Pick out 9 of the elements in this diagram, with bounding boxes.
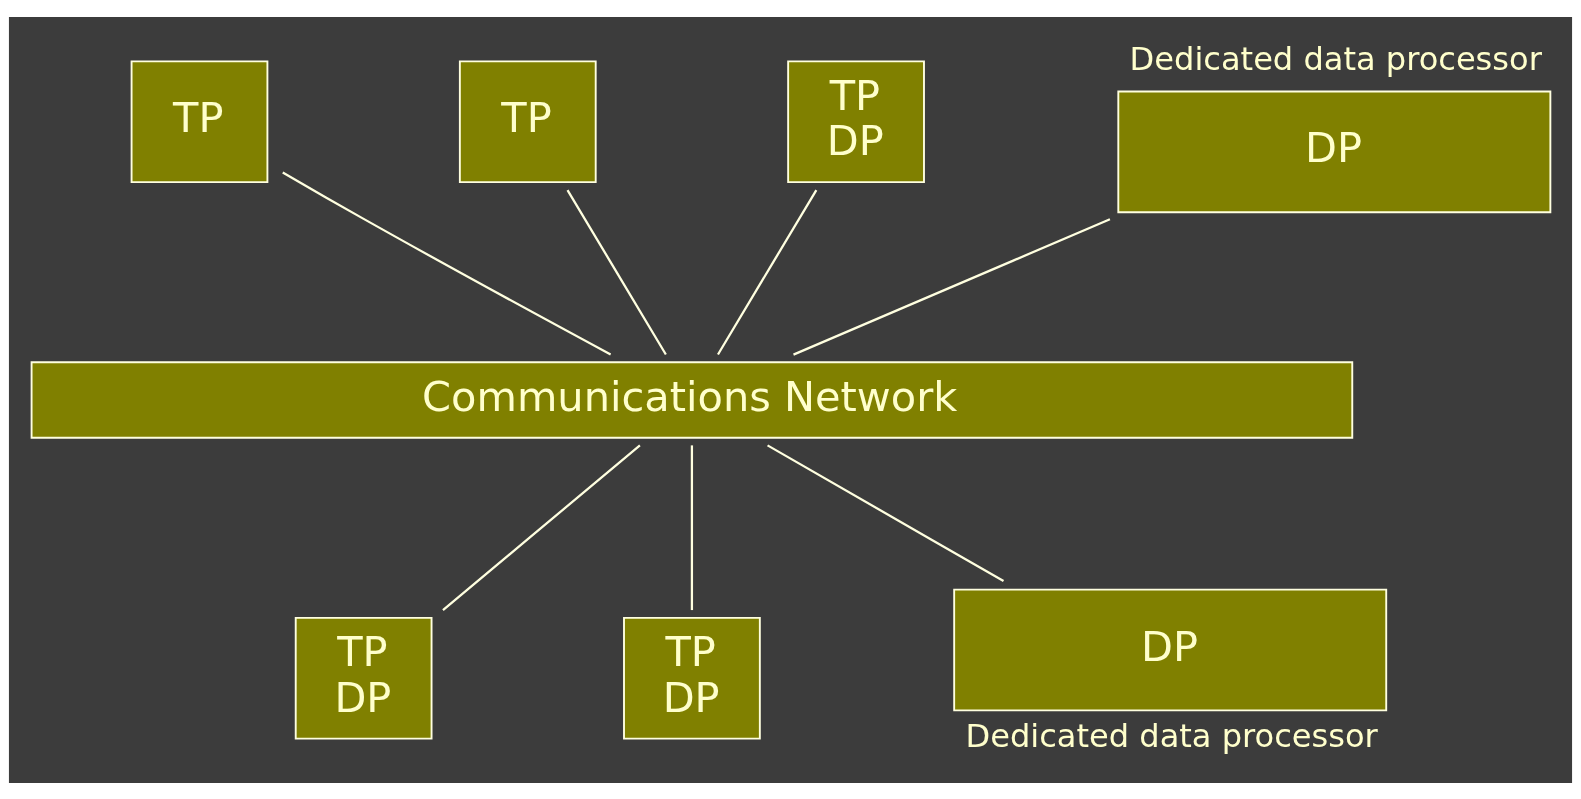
connector [442,444,641,611]
connector [566,188,667,355]
connector [282,171,612,355]
node-label: Dedicated data processor [1129,39,1542,78]
connector [793,217,1111,356]
node-label: Dedicated data processor [965,716,1378,755]
connector [690,444,694,610]
connector [717,188,818,355]
connector [767,443,1005,582]
